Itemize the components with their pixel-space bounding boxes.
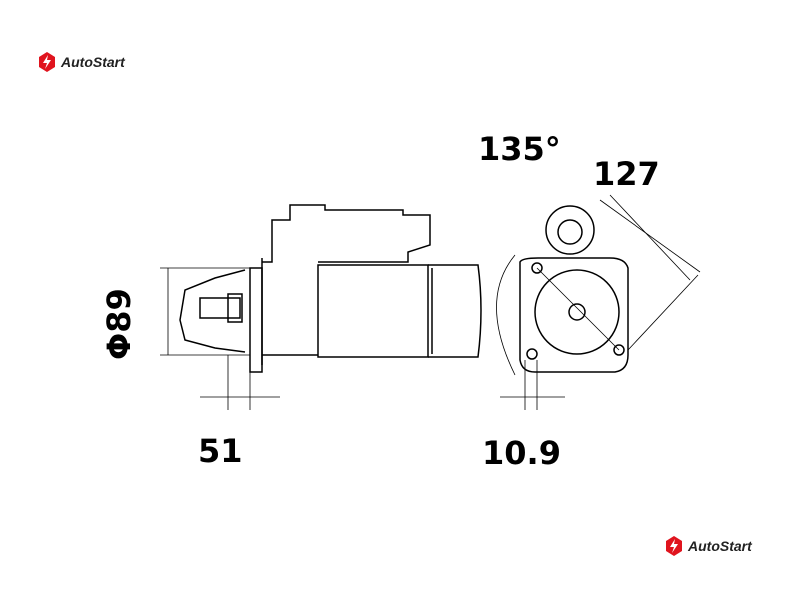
logo-icon — [39, 52, 55, 72]
logo-icon — [666, 536, 682, 556]
angle-label: 135° — [478, 130, 561, 168]
brand-logo-bottom: AutoStart — [664, 536, 752, 556]
logo-text: AutoStart — [61, 54, 125, 70]
flange-dimension-label: 51 — [198, 432, 243, 470]
offset-label: 10.9 — [482, 434, 561, 472]
bolt-span-label: 127 — [593, 155, 660, 193]
diameter-label: Φ89 — [100, 288, 138, 360]
dimension-lines — [160, 194, 701, 410]
front-view — [496, 205, 629, 376]
side-view — [179, 204, 482, 373]
logo-text: AutoStart — [688, 538, 752, 554]
brand-logo-top: AutoStart — [37, 52, 125, 72]
